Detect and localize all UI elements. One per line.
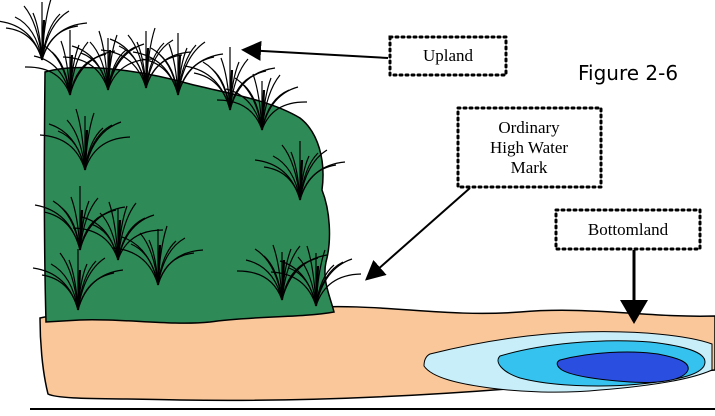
ohwm-arrow xyxy=(368,188,470,278)
ohwm-label-line1: Ordinary xyxy=(498,118,560,137)
ohwm-label-line3: Mark xyxy=(511,158,548,177)
figure-label: Figure 2-6 xyxy=(578,61,678,85)
upland-arrow xyxy=(245,50,388,58)
ohwm-label-box: Ordinary High Water Mark xyxy=(458,108,601,187)
bottomland-label: Bottomland xyxy=(588,220,669,239)
upland-area xyxy=(44,68,334,324)
upland-label: Upland xyxy=(423,46,474,65)
grass-tuft xyxy=(0,0,87,60)
ohwm-label-line2: High Water xyxy=(490,138,568,157)
bottomland-label-box: Bottomland xyxy=(556,210,700,249)
upland-label-box: Upland xyxy=(390,37,506,75)
